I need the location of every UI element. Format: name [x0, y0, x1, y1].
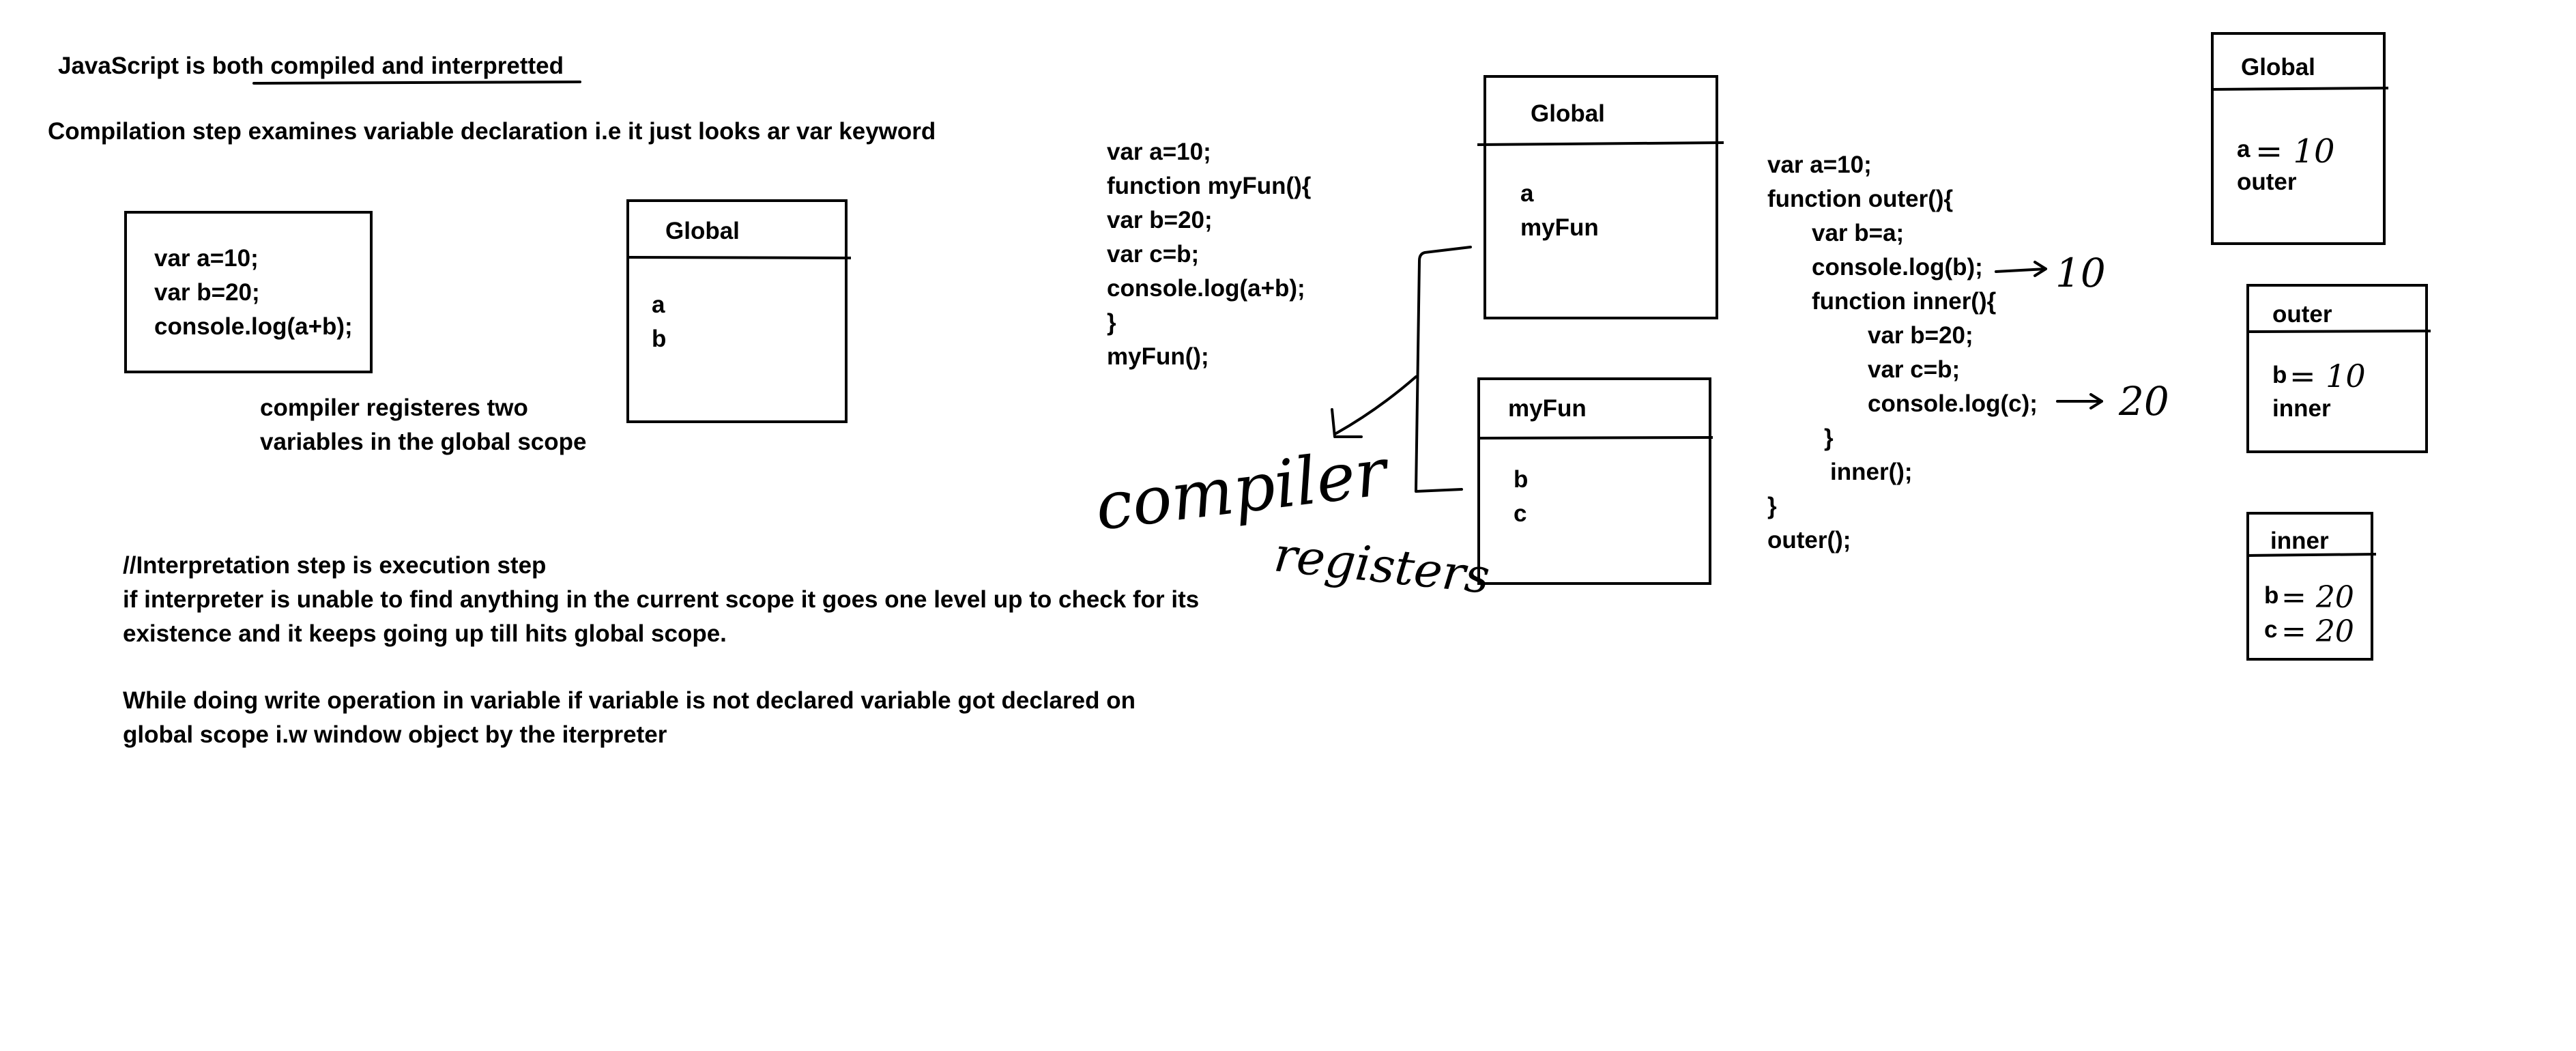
example2-myfun-divider — [1478, 436, 1713, 440]
example3-outer-b-label: b — [2272, 362, 2287, 388]
example3-output-b-arrow-head — [2034, 261, 2047, 277]
example3-global-scope-box — [2211, 32, 2386, 245]
interpretation-line-2: if interpreter is unable to find anythin… — [123, 586, 1199, 613]
example3-global-outer-label: outer — [2237, 169, 2297, 195]
example2-arrow-shaft — [1335, 375, 1417, 435]
interpretation-line-1: //Interpretation step is execution step — [123, 552, 546, 579]
example3-code-line-2: function outer(){ — [1767, 186, 1953, 212]
example2-code-line-6: } — [1107, 309, 1116, 336]
example3-inner-scope-box — [2246, 512, 2373, 661]
example2-global-title: Global — [1531, 100, 1605, 127]
example3-code-line-3: var b=a; — [1812, 220, 1904, 246]
example2-global-divider — [1477, 141, 1724, 146]
example2-global-var-a: a — [1520, 180, 1534, 207]
example1-code-line-3: console.log(a+b); — [154, 313, 353, 340]
example2-global-scope-box — [1484, 75, 1718, 319]
example1-global-title: Global — [665, 218, 740, 244]
example3-outer-divider — [2247, 330, 2431, 333]
example3-code-line-9: } — [1824, 424, 1834, 451]
intro-line-1: JavaScript is both compiled and interpre… — [58, 53, 564, 79]
example3-global-a-value: = 10 — [2255, 132, 2335, 171]
example3-inner-c-value: = 20 — [2281, 614, 2354, 649]
example2-code-line-4: var c=b; — [1107, 241, 1199, 268]
example1-global-var-a: a — [652, 291, 665, 318]
example3-inner-b-value: = 20 — [2281, 580, 2354, 615]
example3-code-line-6: var b=20; — [1868, 322, 1973, 349]
example3-inner-c-label: c — [2264, 616, 2277, 643]
example3-output-b-arrow-shaft — [1995, 268, 2047, 273]
intro-underline — [252, 81, 581, 85]
intro-line-2: Compilation step examines variable decla… — [48, 118, 936, 145]
example1-code-line-1: var a=10; — [154, 245, 259, 272]
example2-handwritten-compiler: compiler — [1091, 433, 1394, 545]
example3-code-line-11: } — [1767, 493, 1777, 519]
example3-outer-inner-label: inner — [2272, 395, 2331, 422]
interpretation-line-3: existence and it keeps going up till hit… — [123, 620, 727, 647]
example3-outer-scope-box — [2246, 284, 2428, 453]
example2-section: var a=10; function myFun(){ var b=20; va… — [1091, 75, 1724, 605]
example1-note-line-1: compiler registeres two — [260, 394, 528, 421]
write-operation-line-1: While doing write operation in variable … — [123, 687, 1135, 714]
example2-bracket-line — [1415, 246, 1472, 493]
example3-global-a-label: a — [2237, 136, 2251, 162]
example1-code-line-2: var b=20; — [154, 279, 260, 306]
example1-section: var a=10; var b=20; console.log(a+b); co… — [124, 199, 852, 455]
interpretation-section: //Interpretation step is execution step … — [123, 552, 1199, 748]
example2-code-line-2: function myFun(){ — [1107, 173, 1311, 199]
example2-code-line-3: var b=20; — [1107, 207, 1213, 233]
write-operation-line-2: global scope i.w window object by the it… — [123, 721, 667, 748]
example3-code-line-8: console.log(c); — [1868, 390, 2038, 417]
example2-code-line-7: myFun(); — [1107, 343, 1209, 370]
example2-myfun-title: myFun — [1508, 395, 1587, 422]
example2-global-var-myfun: myFun — [1520, 214, 1599, 241]
example3-section: var a=10; function outer(){ var b=a; con… — [1767, 32, 2431, 661]
example3-output-b-value: 10 — [2055, 250, 2106, 296]
example1-code-box — [124, 211, 373, 373]
example1-global-scope-box — [626, 199, 848, 423]
example3-outer-title: outer — [2272, 301, 2332, 328]
example3-output-c-value: 20 — [2118, 378, 2169, 424]
example3-code-line-1: var a=10; — [1767, 152, 1872, 178]
example1-note-line-2: variables in the global scope — [260, 429, 586, 455]
example2-myfun-var-c: c — [1514, 500, 1526, 527]
example3-code-line-4: console.log(b); — [1812, 254, 1983, 280]
example2-arrow-head — [1331, 408, 1363, 438]
example2-code-line-5: console.log(a+b); — [1107, 275, 1305, 302]
example1-global-var-b: b — [652, 326, 666, 352]
example2-myfun-scope-box — [1477, 377, 1711, 585]
example3-code-line-7: var c=b; — [1868, 356, 1960, 383]
example3-inner-b-label: b — [2264, 582, 2278, 609]
example3-global-divider — [2212, 87, 2389, 91]
example3-global-title: Global — [2241, 54, 2315, 81]
example3-code-line-5: function inner(){ — [1812, 288, 1996, 315]
example1-global-divider — [627, 256, 852, 259]
intro-section: JavaScript is both compiled and interpre… — [48, 53, 936, 145]
example2-myfun-var-b: b — [1514, 466, 1528, 493]
example3-output-c-arrow-head — [2089, 393, 2103, 409]
example3-code-line-10: inner(); — [1830, 459, 1913, 485]
example2-code-line-1: var a=10; — [1107, 139, 1211, 165]
example2-handwritten-registers: registers — [1271, 526, 1492, 605]
example3-outer-b-value: = 10 — [2289, 358, 2366, 394]
example3-inner-divider — [2247, 553, 2377, 557]
example3-inner-title: inner — [2270, 528, 2329, 554]
example3-code-line-12: outer(); — [1767, 527, 1851, 553]
